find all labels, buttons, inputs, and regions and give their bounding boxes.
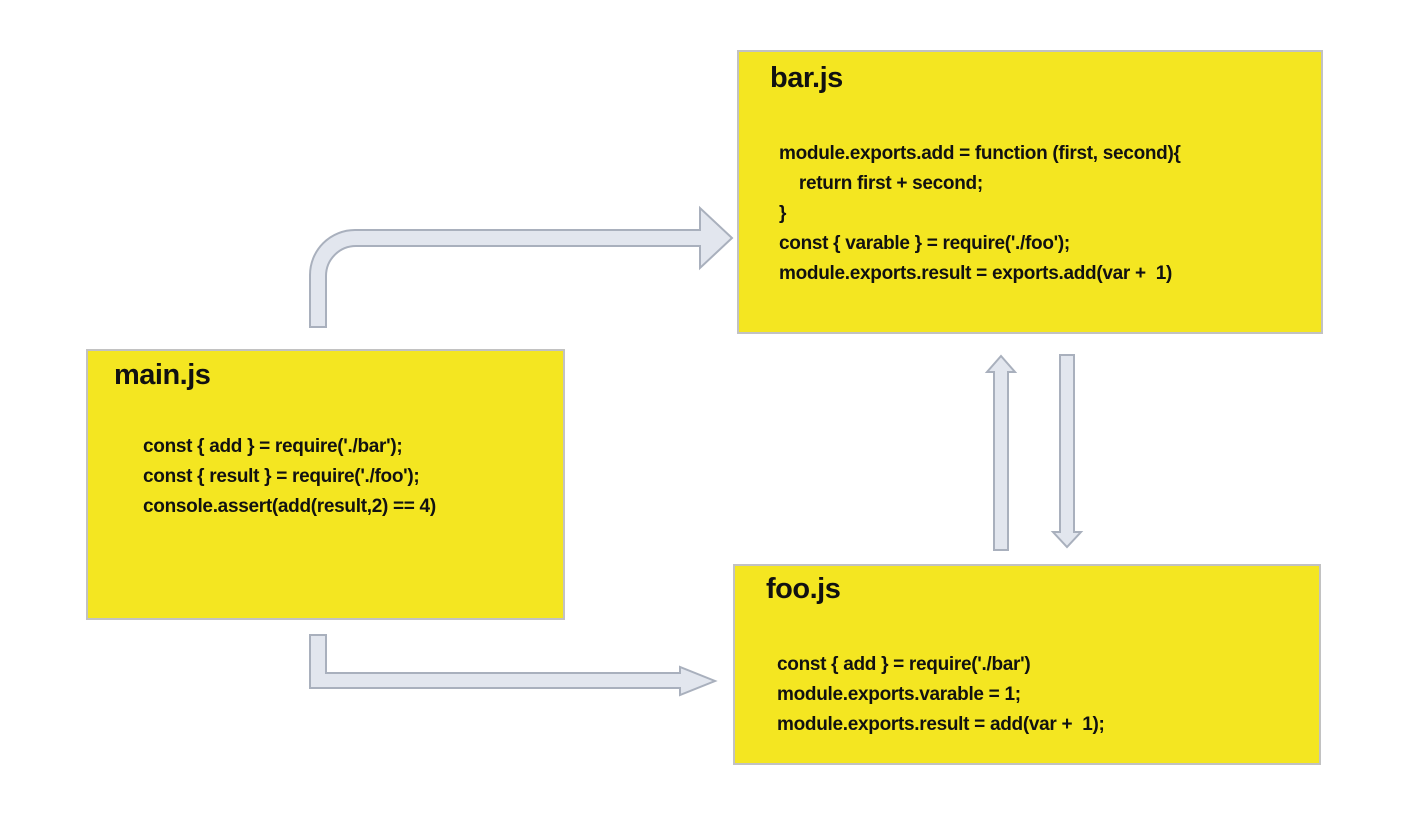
box-main-js: main.js const { add } = require('./bar')… [86, 349, 565, 620]
code-line: return first + second; [779, 173, 983, 194]
box-main-js-title: main.js [114, 359, 211, 391]
box-main-js-code: const { add } = require('./bar'); const … [143, 432, 436, 522]
box-foo-js-code: const { add } = require('./bar') module.… [777, 650, 1105, 740]
code-line: module.exports.result = add(var + 1); [777, 714, 1105, 735]
code-line: const { add } = require('./bar'); [143, 436, 403, 457]
code-line: module.exports.result = exports.add(var … [779, 263, 1173, 284]
box-bar-js-title: bar.js [770, 62, 843, 94]
code-line: console.assert(add(result,2) == 4) [143, 496, 436, 517]
box-bar-js: bar.js module.exports.add = function (fi… [737, 50, 1323, 334]
code-line: module.exports.add = function (first, se… [779, 143, 1181, 164]
code-line: module.exports.varable = 1; [777, 684, 1021, 705]
arrow-main-to-foo [309, 634, 718, 697]
arrow-main-to-bar [309, 205, 734, 328]
code-line: } [779, 203, 787, 224]
arrow-foo-to-bar [984, 354, 1018, 551]
arrow-bar-to-foo [1050, 354, 1084, 549]
box-foo-js: foo.js const { add } = require('./bar') … [733, 564, 1321, 765]
box-foo-js-title: foo.js [766, 573, 841, 605]
box-bar-js-code: module.exports.add = function (first, se… [779, 139, 1181, 289]
code-line: const { varable } = require('./foo'); [779, 233, 1070, 254]
code-line: const { add } = require('./bar') [777, 654, 1031, 675]
code-line: const { result } = require('./foo'); [143, 466, 420, 487]
